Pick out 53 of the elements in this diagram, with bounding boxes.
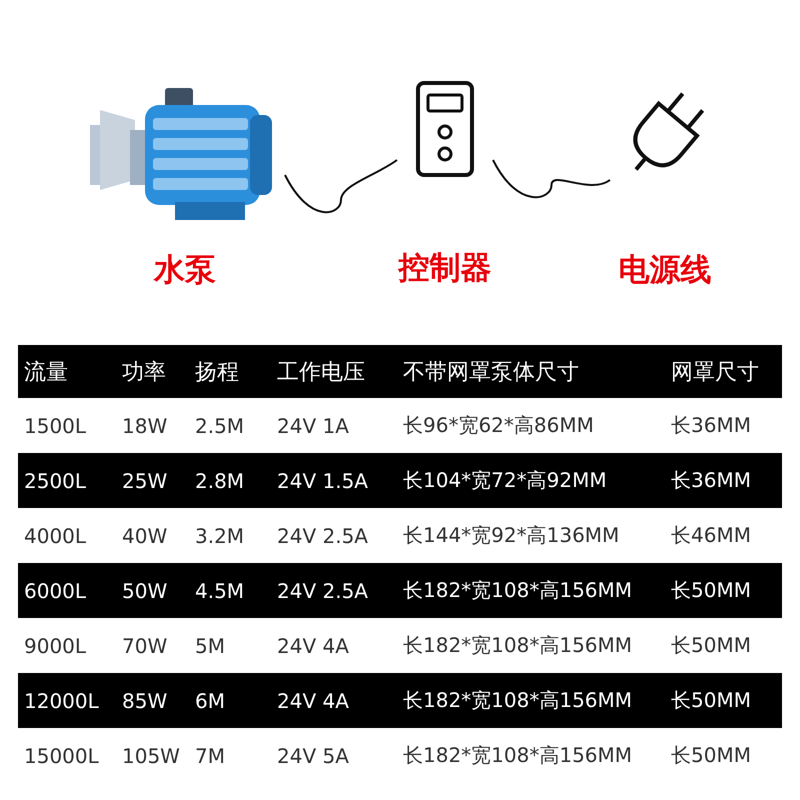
table-cell-text: 15000L [23,744,100,768]
cable [492,160,610,198]
table-cell-text: 长96*宽62*高86MM [402,412,595,439]
column-header: 网罩尺寸 [670,358,760,386]
table-cell-text: 6000L [23,578,88,602]
table-cell-text: 长182*宽108*高156MM [402,632,634,659]
pump-label: 水泵 [154,252,216,290]
table-cell-text: 9000L [23,634,88,658]
table-cell-text: 长104*宽72*高92MM [402,467,608,494]
table-cell-text: 3.2M [194,524,246,548]
table-cell-text: 24V 1A [276,414,350,438]
table-cell-text: 4000L [23,524,88,548]
table-cell-text: 长50MM [670,742,752,769]
column-header: 扬程 [194,358,240,386]
table-cell-text: 长50MM [670,577,752,604]
plug-label: 电源线 [618,252,712,290]
table-cell-text: 24V 4A [276,634,350,658]
table-cell-text: 长46MM [670,522,752,549]
table-cell-text: 长182*宽108*高156MM [402,687,634,714]
table-cell-text: 长182*宽108*高156MM [402,742,634,769]
table-cell-text: 24V 4A [276,688,350,712]
table-cell-text: 6M [194,688,226,712]
table-cell-text: 24V 2.5A [276,524,369,548]
table-cell-text: 7M [194,744,226,768]
table-cell-text: 5M [194,634,226,658]
table-cell-text: 4.5M [194,578,246,602]
table-cell-text: 2.5M [194,414,246,438]
table-cell-text: 长50MM [670,632,752,659]
table-cell-text: 40W [121,524,168,548]
table-cell-text: 1500L [23,414,88,438]
table-cell-text: 85W [121,688,168,712]
table-cell-text: 长144*宽92*高136MM [402,522,620,549]
table-cell-text: 24V 5A [276,744,350,768]
table-cell-text: 长36MM [670,467,752,494]
table-cell-text: 2.8M [194,468,246,492]
table-cell-text: 长182*宽108*高156MM [402,577,634,604]
cable [284,159,398,214]
column-header: 不带网罩泵体尺寸 [402,358,580,386]
table-cell-text: 105W [121,744,181,768]
table-cell-text: 24V 2.5A [276,578,369,602]
table-cell-text: 长50MM [670,687,752,714]
controller-label: 控制器 [398,250,492,288]
table-cell-text: 长36MM [670,412,752,439]
table-cell-text: 18W [121,414,168,438]
table-cell-text: 12000L [23,688,100,712]
table-cell-text: 70W [121,634,168,658]
column-header: 工作电压 [276,358,366,386]
table-cell-text: 25W [121,468,168,492]
column-header: 流量 [23,358,69,386]
table-cell-text: 24V 1.5A [276,468,369,492]
column-header: 功率 [121,358,167,386]
table-cell-text: 2500L [23,468,88,492]
table-cell-text: 50W [121,578,168,602]
